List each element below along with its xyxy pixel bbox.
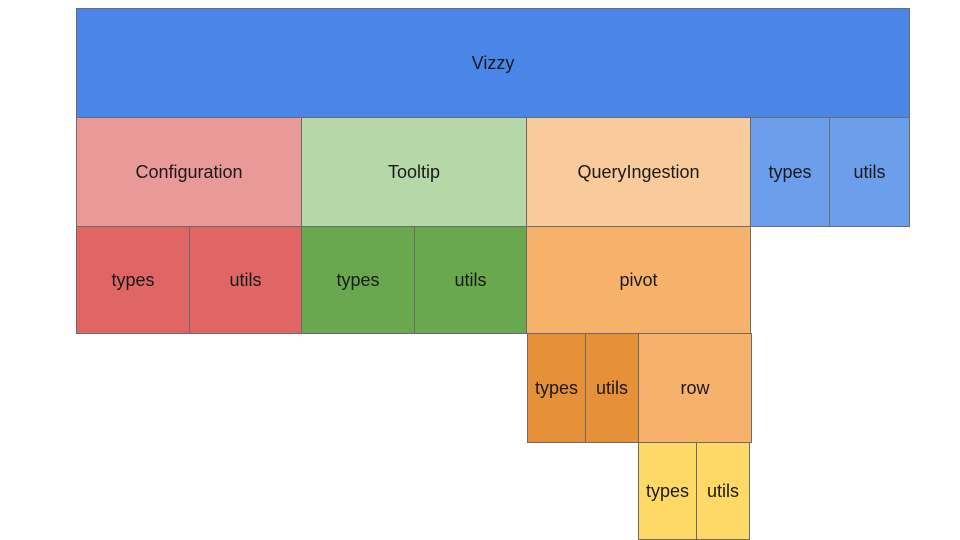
configuration-utils-label: utils bbox=[229, 270, 262, 290]
tooltip-label: Tooltip bbox=[387, 162, 441, 182]
configuration-module-box: Configuration bbox=[76, 117, 302, 227]
row-utils-box: utils bbox=[696, 442, 750, 540]
tooltip-types-label: types bbox=[336, 270, 380, 290]
configuration-label: Configuration bbox=[135, 162, 243, 182]
pivot-utils-label: utils bbox=[595, 378, 628, 398]
vizzy-types-label: types bbox=[768, 162, 812, 182]
row-label: row bbox=[680, 378, 710, 398]
configuration-utils-box: utils bbox=[189, 226, 302, 334]
row-types-box: types bbox=[638, 442, 697, 540]
vizzy-types-box: types bbox=[750, 117, 830, 227]
tooltip-module-box: Tooltip bbox=[301, 117, 527, 227]
configuration-types-label: types bbox=[111, 270, 155, 290]
vizzy-module-box: Vizzy bbox=[76, 8, 910, 118]
pivot-utils-box: utils bbox=[585, 333, 639, 443]
vizzy-utils-label: utils bbox=[853, 162, 886, 182]
pivot-types-box: types bbox=[527, 333, 586, 443]
row-types-label: types bbox=[645, 481, 690, 501]
pivot-label: pivot bbox=[619, 270, 658, 290]
pivot-module-box: pivot bbox=[526, 226, 751, 334]
tooltip-types-box: types bbox=[301, 226, 415, 334]
pivot-types-label: types bbox=[534, 378, 579, 398]
tooltip-utils-label: utils bbox=[454, 270, 487, 290]
row-utils-label: utils bbox=[706, 481, 739, 501]
tooltip-utils-box: utils bbox=[414, 226, 527, 334]
configuration-types-box: types bbox=[76, 226, 190, 334]
vizzy-label: Vizzy bbox=[471, 53, 515, 73]
query-ingestion-module-box: QueryIngestion bbox=[526, 117, 751, 227]
vizzy-utils-box: utils bbox=[829, 117, 910, 227]
query-ingestion-label: QueryIngestion bbox=[577, 162, 700, 182]
row-module-box: row bbox=[638, 333, 752, 443]
